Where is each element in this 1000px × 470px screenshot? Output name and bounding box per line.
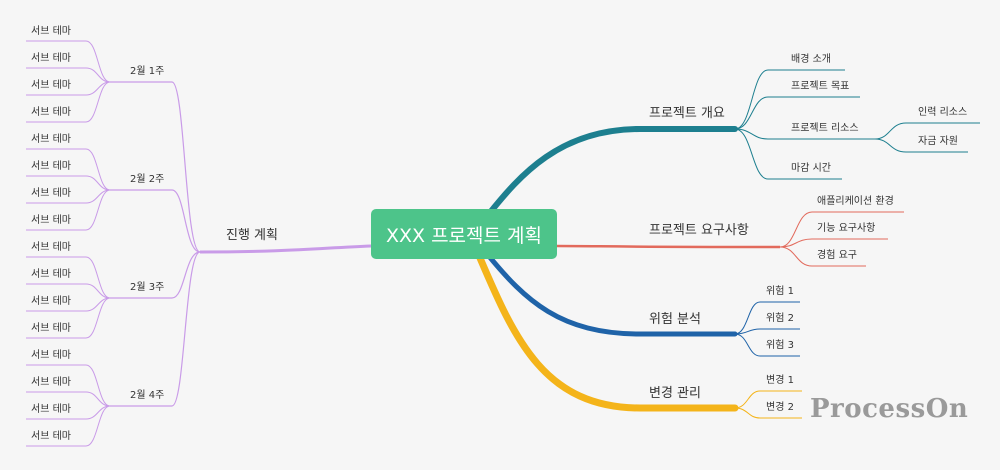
subtopic-risk-1[interactable]: 위험 1 <box>766 286 794 297</box>
subtopic-goal[interactable]: 프로젝트 목표 <box>791 81 850 92</box>
topic-week-3[interactable]: 2월 3주 <box>130 282 165 293</box>
branch-requirements-connector <box>556 244 781 249</box>
subtopic-week4-1[interactable]: 서브 테마 <box>31 350 71 361</box>
subtopic-change-2[interactable]: 변경 2 <box>766 402 794 413</box>
subtopic-week1-4[interactable]: 서브 테마 <box>31 107 71 118</box>
topic-week-1[interactable]: 2월 1주 <box>130 66 165 77</box>
subtopic-week4-3[interactable]: 서브 테마 <box>31 404 71 415</box>
subtopic-week3-4[interactable]: 서브 테마 <box>31 323 71 334</box>
subtopic-week4-4[interactable]: 서브 테마 <box>31 431 71 442</box>
subtopic-week2-2[interactable]: 서브 테마 <box>31 161 71 172</box>
subtopic-risk-3[interactable]: 위험 3 <box>766 340 794 351</box>
branch-risk-connector <box>485 252 738 337</box>
branch-change-connector <box>476 254 739 412</box>
topic-overview[interactable]: 프로젝트 개요 <box>649 106 725 121</box>
subtopic-functional-req[interactable]: 기능 요구사항 <box>817 223 876 234</box>
topic-week-2[interactable]: 2월 2주 <box>130 174 165 185</box>
root-topic[interactable]: XXX 프로젝트 계획 <box>371 209 557 259</box>
subtopic-week2-3[interactable]: 서브 테마 <box>31 188 71 199</box>
branch-overview-connector <box>485 126 738 218</box>
subtopic-background[interactable]: 배경 소개 <box>791 54 831 65</box>
topic-plan[interactable]: 진행 계획 <box>226 228 278 243</box>
subtopic-week1-2[interactable]: 서브 테마 <box>31 53 71 64</box>
topic-week-4[interactable]: 2월 4주 <box>130 390 165 401</box>
subtopic-week3-2[interactable]: 서브 테마 <box>31 269 71 280</box>
subtopic-resources[interactable]: 프로젝트 리소스 <box>791 123 859 134</box>
topic-change[interactable]: 변경 관리 <box>649 386 701 401</box>
subtopic-human-resources[interactable]: 인력 리소스 <box>918 107 968 118</box>
subtopic-week1-1[interactable]: 서브 테마 <box>31 26 71 37</box>
topic-requirements[interactable]: 프로젝트 요구사항 <box>649 223 749 238</box>
subtopic-deadline[interactable]: 마감 시간 <box>791 163 831 174</box>
subtopic-experience-req[interactable]: 경험 요구 <box>817 250 857 261</box>
subtopic-week3-3[interactable]: 서브 테마 <box>31 296 71 307</box>
watermark-logo: ProcessOn <box>810 394 969 424</box>
subtopic-risk-2[interactable]: 위험 2 <box>766 313 794 324</box>
topic-risk[interactable]: 위험 분석 <box>649 312 701 327</box>
subtopic-week2-4[interactable]: 서브 테마 <box>31 215 71 226</box>
subtopic-week1-3[interactable]: 서브 테마 <box>31 80 71 91</box>
subtopic-week2-1[interactable]: 서브 테마 <box>31 134 71 145</box>
subtopic-week3-1[interactable]: 서브 테마 <box>31 242 71 253</box>
subtopic-change-1[interactable]: 변경 1 <box>766 375 794 386</box>
subtopic-week4-2[interactable]: 서브 테마 <box>31 377 71 388</box>
subtopic-funding[interactable]: 자금 자원 <box>918 136 958 147</box>
subtopic-app-environment[interactable]: 애플리케이션 환경 <box>817 196 894 207</box>
branch-plan-connector <box>199 244 372 254</box>
